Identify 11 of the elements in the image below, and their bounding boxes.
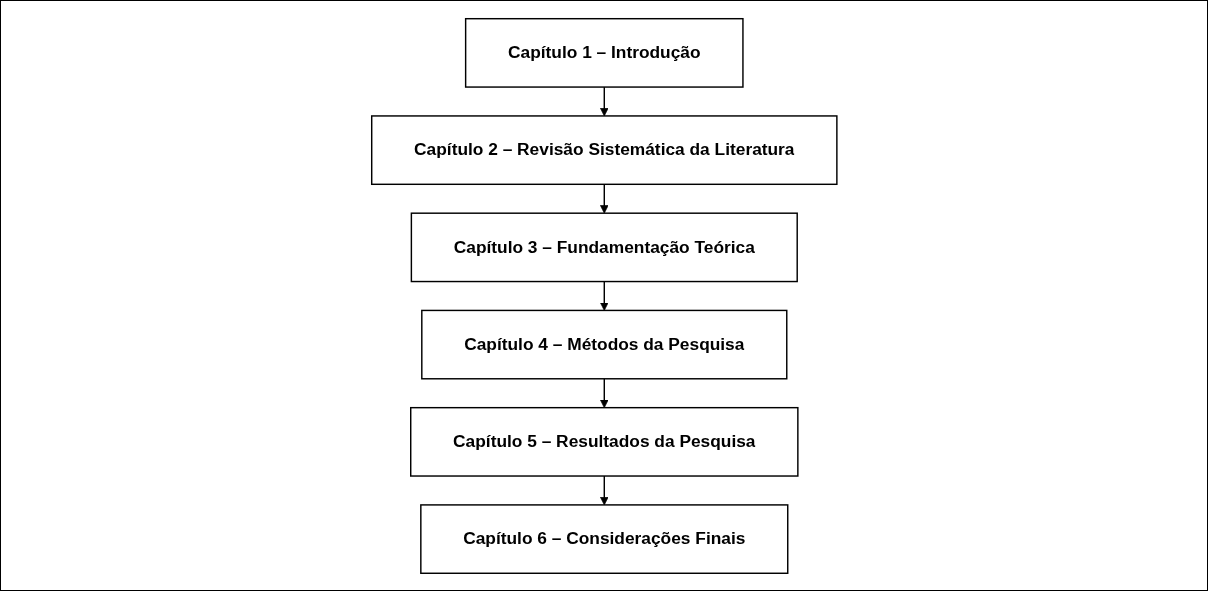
arrow <box>599 474 609 505</box>
node-box: Capítulo 6 – Considerações Finais <box>419 503 789 574</box>
arrow <box>599 85 609 116</box>
arrow <box>599 280 609 311</box>
arrow <box>599 183 609 214</box>
node-box: Capítulo 5 – Resultados da Pesquisa <box>409 406 799 477</box>
node-box: Capítulo 4 – Métodos da Pesquisa <box>420 309 788 380</box>
node-box: Capítulo 3 – Fundamentação Teórica <box>410 212 798 282</box>
node-box: Capítulo 2 – Revisão Sistemática da Literatura <box>370 114 838 185</box>
arrow <box>599 377 609 408</box>
node-box: Capítulo 1 – Introdução <box>464 17 744 88</box>
